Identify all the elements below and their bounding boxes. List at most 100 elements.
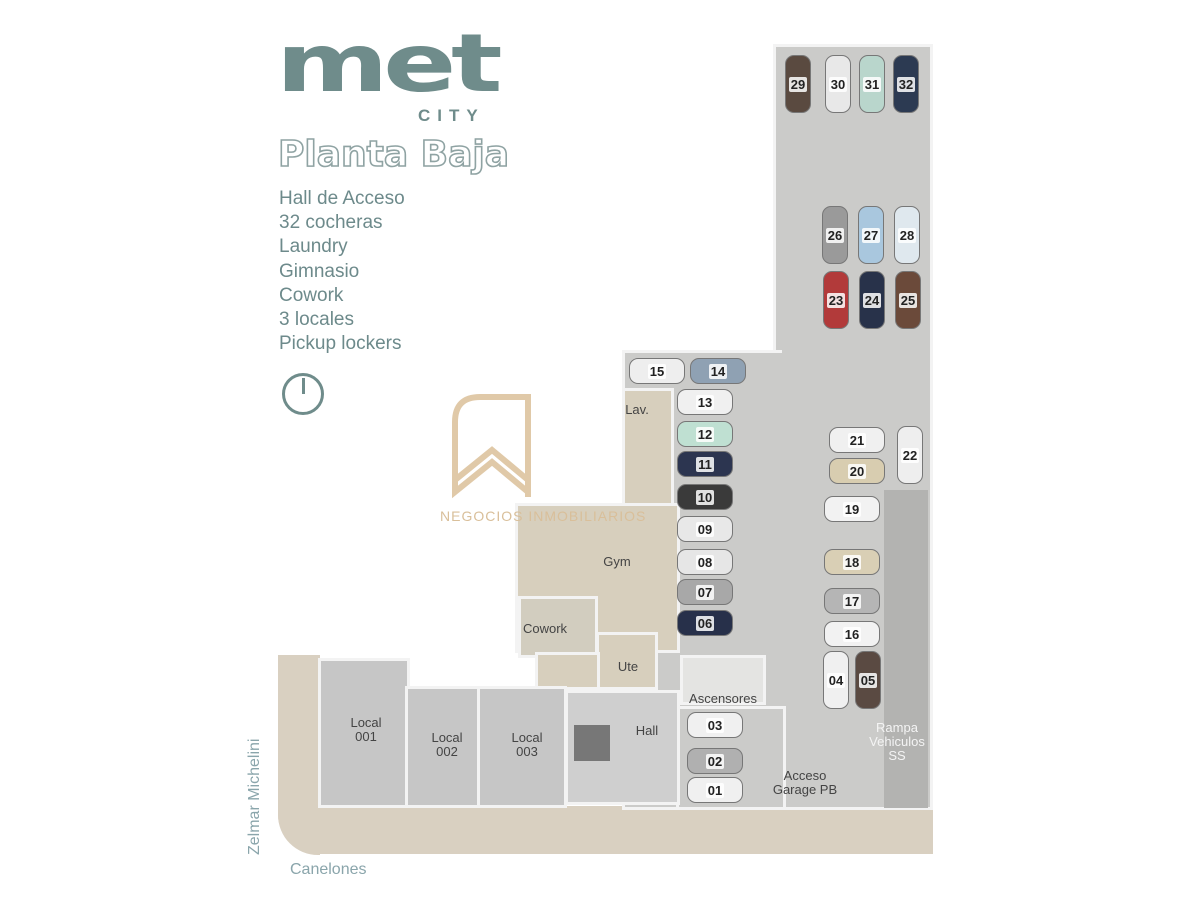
watermark-logo-icon [452, 394, 531, 499]
room-label-hall: Hall [635, 723, 659, 738]
parking-space-30: 30 [825, 55, 851, 113]
room-label-local2: Local 002 [431, 730, 463, 759]
parking-number: 13 [695, 394, 715, 410]
street-zelmar-michelini: Zelmar Michelini [246, 738, 263, 855]
feature-item: 32 cocheras [279, 212, 383, 234]
parking-number: 15 [647, 363, 667, 379]
local-002-room [405, 686, 481, 808]
parking-space-15: 15 [629, 358, 685, 384]
parking-space-25: 25 [895, 271, 921, 329]
room-label-local1: Local 001 [350, 715, 382, 744]
parking-space-02: 02 [687, 748, 743, 774]
parking-space-10: 10 [677, 484, 733, 510]
parking-number: 24 [862, 292, 882, 308]
local-003-room [477, 686, 567, 808]
parking-space-29: 29 [785, 55, 811, 113]
vehicle-ramp [884, 490, 928, 808]
parking-space-23: 23 [823, 271, 849, 329]
parking-space-09: 09 [677, 516, 733, 542]
parking-space-28: 28 [894, 206, 920, 264]
parking-space-27: 27 [858, 206, 884, 264]
room-label-ute: Ute [617, 659, 639, 674]
parking-space-11: 11 [677, 451, 733, 477]
room-label-acceso: Acceso Garage PB [772, 768, 838, 797]
parking-number: 08 [695, 554, 715, 570]
parking-number: 14 [708, 363, 728, 379]
parking-space-17: 17 [824, 588, 880, 614]
street-canelones: Canelones [290, 861, 367, 878]
parking-number: 31 [862, 76, 882, 92]
parking-number: 04 [826, 672, 846, 688]
parking-number: 17 [842, 593, 862, 609]
parking-number: 03 [705, 717, 725, 733]
compass-icon [282, 373, 324, 415]
parking-space-21: 21 [829, 427, 885, 453]
stairs [535, 652, 600, 690]
parking-space-31: 31 [859, 55, 885, 113]
parking-number: 18 [842, 554, 862, 570]
room-label-gym: Gym [603, 554, 631, 569]
room-label-lav: Lav. [625, 402, 649, 417]
parking-number: 27 [861, 227, 881, 243]
parking-space-14: 14 [690, 358, 746, 384]
parking-space-19: 19 [824, 496, 880, 522]
parking-number: 19 [842, 501, 862, 517]
watermark-text: NEGOCIOS INMOBILIARIOS [440, 508, 647, 524]
parking-number: 30 [828, 76, 848, 92]
parking-space-07: 07 [677, 579, 733, 605]
parking-number: 05 [858, 672, 878, 688]
parking-number: 01 [705, 782, 725, 798]
parking-space-32: 32 [893, 55, 919, 113]
parking-space-12: 12 [677, 421, 733, 447]
feature-item: Cowork [279, 284, 344, 306]
feature-item: 3 locales [279, 309, 354, 330]
parking-number: 23 [826, 292, 846, 308]
parking-space-06: 06 [677, 610, 733, 636]
parking-number: 28 [897, 227, 917, 243]
parking-number: 02 [705, 753, 725, 769]
sidewalk-bottom [278, 806, 933, 854]
parking-space-22: 22 [897, 426, 923, 484]
plan-title: Planta Baja [277, 133, 510, 176]
parking-space-13: 13 [677, 389, 733, 415]
parking-space-05: 05 [855, 651, 881, 709]
room-label-ascensores: Ascensores [689, 691, 757, 706]
parking-space-08: 08 [677, 549, 733, 575]
parking-space-20: 20 [829, 458, 885, 484]
parking-number: 26 [825, 227, 845, 243]
parking-number: 22 [900, 447, 920, 463]
parking-number: 10 [695, 489, 715, 505]
feature-item: Pickup lockers [279, 333, 402, 355]
parking-number: 21 [847, 432, 867, 448]
ute-room [596, 632, 658, 690]
feature-item: Laundry [279, 236, 348, 258]
parking-space-04: 04 [823, 651, 849, 709]
feature-item: Hall de Acceso [279, 188, 405, 209]
parking-space-01: 01 [687, 777, 743, 803]
parking-number: 16 [842, 626, 862, 642]
parking-space-16: 16 [824, 621, 880, 647]
parking-number: 20 [847, 463, 867, 479]
parking-number: 29 [788, 76, 808, 92]
logo-city: CITY [418, 106, 485, 125]
parking-space-26: 26 [822, 206, 848, 264]
room-label-rampa: Rampa Vehiculos SS [869, 720, 925, 763]
parking-number: 25 [898, 292, 918, 308]
laundry-room [622, 388, 674, 506]
parking-space-03: 03 [687, 712, 743, 738]
parking-number: 32 [896, 76, 916, 92]
feature-item: Gimnasio [279, 260, 360, 282]
parking-number: 06 [695, 615, 715, 631]
met-logo: met [276, 17, 503, 110]
parking-space-18: 18 [824, 549, 880, 575]
parking-number: 12 [695, 426, 715, 442]
parking-space-24: 24 [859, 271, 885, 329]
parking-number: 09 [695, 521, 715, 537]
parking-number: 11 [696, 456, 714, 472]
room-label-local3: Local 003 [511, 730, 543, 759]
cowork-room [518, 596, 598, 658]
elevators [680, 655, 766, 705]
hall-rug [574, 725, 610, 761]
room-label-cowork: Cowork [522, 621, 568, 636]
